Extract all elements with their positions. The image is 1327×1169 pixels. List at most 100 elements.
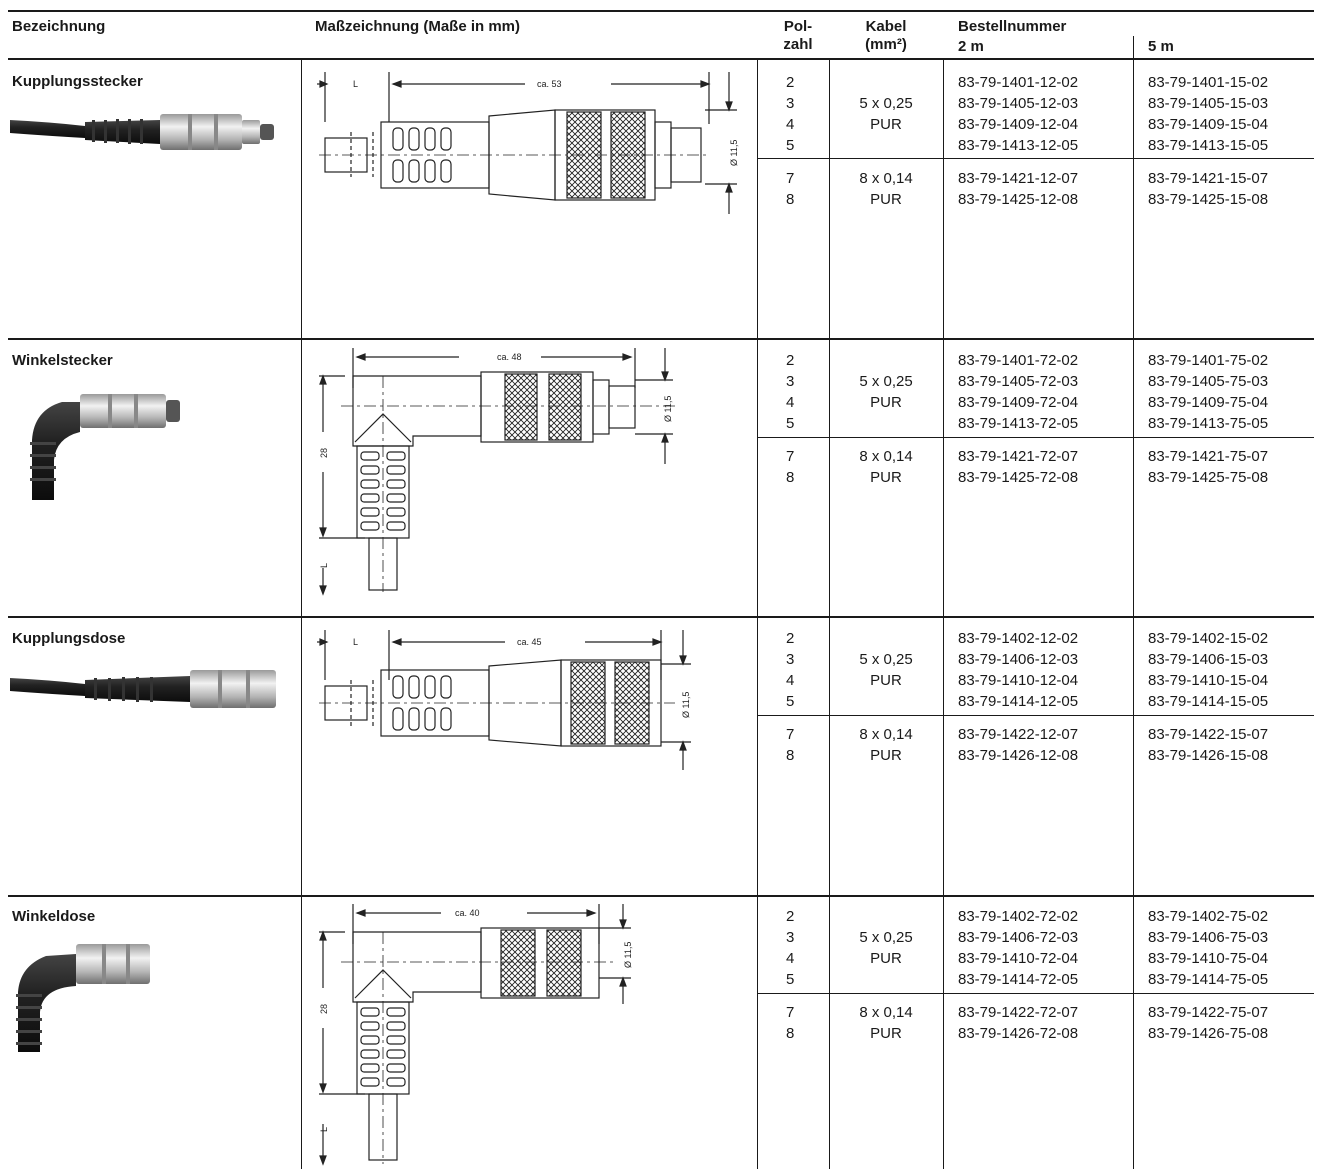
- poles-cell: 7 8: [786, 724, 816, 766]
- order-number: 83-79-1425-15-08: [1148, 191, 1269, 208]
- order-2m-cell: 83-79-1421-72-07 83-79-1425-72-08: [958, 446, 1078, 488]
- dim-label-diameter: Ø 11,5: [729, 140, 739, 166]
- order-number: 83-79-1409-12-04: [958, 116, 1079, 133]
- dim-label-length: ca. 40: [455, 908, 480, 918]
- group-rule: [757, 158, 1314, 159]
- pole-count: 4: [786, 116, 795, 133]
- dim-label-height: 28: [319, 1004, 329, 1014]
- order-number: 83-79-1422-72-07: [958, 1004, 1079, 1021]
- poles-cell: 2 3 4 5: [786, 350, 816, 434]
- poles-cell: 7 8: [786, 446, 816, 488]
- group-rule: [757, 437, 1314, 438]
- order-2m-cell: 83-79-1422-72-07 83-79-1426-72-08: [958, 1002, 1078, 1044]
- cable-material: PUR: [870, 394, 902, 411]
- order-number: 83-79-1421-15-07: [1148, 170, 1269, 187]
- product-name: Winkelstecker: [12, 352, 113, 369]
- col-rule-poles-left: [757, 59, 758, 1169]
- cable-cell: 5 x 0,25 PUR: [830, 371, 942, 413]
- order-number: 83-79-1422-12-07: [958, 726, 1079, 743]
- cable-spec: 5 x 0,25: [859, 651, 913, 668]
- pole-count: 4: [786, 672, 795, 689]
- cable-cell: 5 x 0,25 PUR: [830, 93, 942, 135]
- cable-cell: 5 x 0,25 PUR: [830, 649, 942, 691]
- order-number: 83-79-1405-75-03: [1148, 373, 1269, 390]
- pole-count: 5: [786, 693, 795, 710]
- order-number: 83-79-1406-12-03: [958, 651, 1079, 668]
- order-5m-cell: 83-79-1421-75-07 83-79-1425-75-08: [1148, 446, 1268, 488]
- cable-spec: 8 x 0,14: [859, 726, 913, 743]
- dim-label-length: ca. 45: [517, 637, 542, 647]
- order-5m-cell: 83-79-1422-15-07 83-79-1426-15-08: [1148, 724, 1268, 766]
- order-number: 83-79-1406-72-03: [958, 929, 1079, 946]
- cable-spec: 5 x 0,25: [859, 95, 913, 112]
- group-rule: [757, 715, 1314, 716]
- order-5m-cell: 83-79-1401-15-02 83-79-1405-15-03 83-79-…: [1148, 72, 1268, 156]
- order-number: 83-79-1421-75-07: [1148, 448, 1269, 465]
- dim-label-diameter: Ø 11,5: [681, 692, 691, 718]
- order-number: 83-79-1409-15-04: [1148, 116, 1269, 133]
- col-rule-order-left: [943, 59, 944, 1169]
- header-cable-2: (mm²): [865, 36, 907, 53]
- cable-spec: 5 x 0,25: [859, 929, 913, 946]
- order-number: 83-79-1409-75-04: [1148, 394, 1269, 411]
- pole-count: 2: [786, 630, 795, 647]
- order-5m-cell: 83-79-1422-75-07 83-79-1426-75-08: [1148, 1002, 1268, 1044]
- pole-count: 3: [786, 95, 795, 112]
- order-number: 83-79-1426-72-08: [958, 1025, 1079, 1042]
- header-poles-1: Pol-: [783, 18, 813, 35]
- order-number: 83-79-1413-72-05: [958, 415, 1079, 432]
- header-name: Bezeichnung: [12, 18, 106, 35]
- dim-label-length: ca. 48: [497, 352, 522, 362]
- order-number: 83-79-1413-75-05: [1148, 415, 1269, 432]
- dim-label-diameter: Ø 11,5: [663, 396, 673, 422]
- order-number: 83-79-1421-72-07: [958, 448, 1079, 465]
- cable-material: PUR: [870, 747, 902, 764]
- order-2m-cell: 83-79-1401-12-02 83-79-1405-12-03 83-79-…: [958, 72, 1078, 156]
- order-number: 83-79-1414-75-05: [1148, 971, 1269, 988]
- angled-socket-drawing: ca. 40 28 L Ø 11,5: [319, 904, 633, 1166]
- poles-cell: 7 8: [786, 168, 816, 210]
- order-number: 83-79-1426-12-08: [958, 747, 1079, 764]
- order-number: 83-79-1410-72-04: [958, 950, 1079, 967]
- col-rule-drawing-left: [301, 59, 302, 1169]
- pole-count: 8: [786, 1025, 795, 1042]
- header-cable-1: Kabel: [865, 18, 907, 35]
- row-rule: [8, 338, 1314, 340]
- order-2m-cell: 83-79-1422-12-07 83-79-1426-12-08: [958, 724, 1078, 766]
- pole-count: 7: [786, 726, 795, 743]
- order-number: 83-79-1402-15-02: [1148, 630, 1269, 647]
- pole-count: 2: [786, 908, 795, 925]
- order-5m-cell: 83-79-1401-75-02 83-79-1405-75-03 83-79-…: [1148, 350, 1268, 434]
- order-number: 83-79-1402-72-02: [958, 908, 1079, 925]
- straight-socket-photo: [10, 670, 276, 708]
- cable-spec: 8 x 0,14: [859, 170, 913, 187]
- order-5m-cell: 83-79-1421-15-07 83-79-1425-15-08: [1148, 168, 1268, 210]
- col-rule-cable-left: [829, 59, 830, 1169]
- dim-label-l: L: [319, 563, 329, 568]
- order-number: 83-79-1406-15-03: [1148, 651, 1269, 668]
- dim-label-l: L: [319, 1127, 329, 1132]
- straight-plug-photo: [10, 114, 274, 150]
- cable-material: PUR: [870, 469, 902, 486]
- angled-plug-photo: [30, 394, 180, 500]
- header-bottom-rule: [8, 58, 1314, 60]
- pole-count: 8: [786, 469, 795, 486]
- angled-socket-photo: [16, 944, 150, 1052]
- order-number: 83-79-1410-15-04: [1148, 672, 1269, 689]
- order-number: 83-79-1413-12-05: [958, 137, 1079, 154]
- group-rule: [757, 993, 1314, 994]
- cable-spec: 8 x 0,14: [859, 448, 913, 465]
- cable-cell: 5 x 0,25 PUR: [830, 927, 942, 969]
- order-number: 83-79-1421-12-07: [958, 170, 1079, 187]
- order-2m-cell: 83-79-1402-72-02 83-79-1406-72-03 83-79-…: [958, 906, 1078, 990]
- cable-material: PUR: [870, 191, 902, 208]
- order-number: 83-79-1426-75-08: [1148, 1025, 1269, 1042]
- row-rule: [8, 616, 1314, 618]
- pole-count: 5: [786, 971, 795, 988]
- cable-spec: 8 x 0,14: [859, 1004, 913, 1021]
- header-order-2m: 2 m: [958, 38, 984, 55]
- angled-plug-drawing: ca. 48 28 L Ø 11,5: [319, 348, 675, 596]
- pole-count: 7: [786, 170, 795, 187]
- order-number: 83-79-1401-72-02: [958, 352, 1079, 369]
